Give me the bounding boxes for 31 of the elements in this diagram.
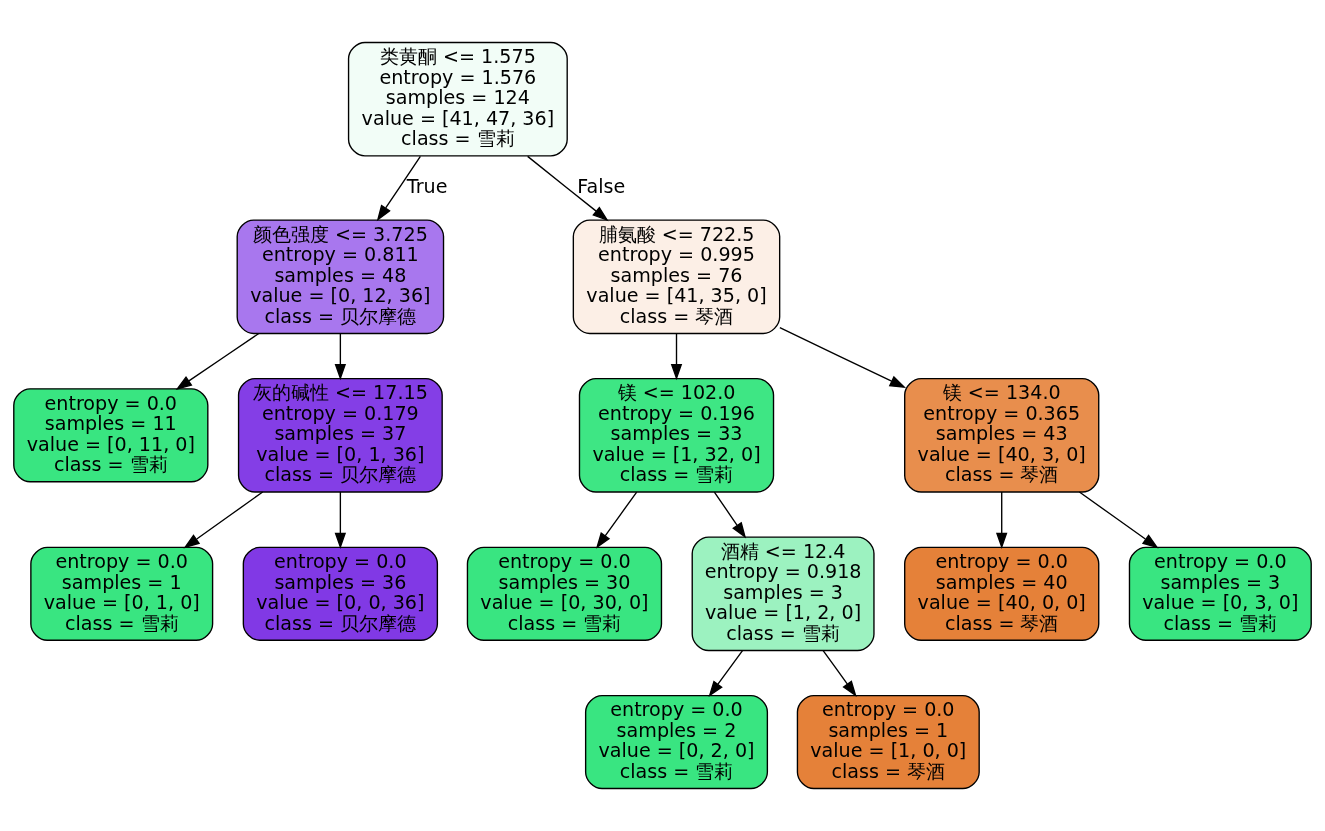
node-box: 类黄酮 <= 1.575 entropy = 1.576 samples = 124 value = [41, 47, 36] class = 雪莉 [347,41,568,157]
arrow [822,649,857,698]
node-box: entropy = 0.0 samples = 2 value = [0, 2, 0] class = 雪莉 [584,694,769,790]
arrow [708,649,744,698]
arrow [376,155,422,222]
arrow [334,332,347,381]
node-box: 镁 <= 134.0 entropy = 0.365 samples = 43 value = [40, 3, 0] class = 琴酒 [904,377,1100,493]
node-box: entropy = 0.0 samples = 40 value = [40, 0, 0] class = 琴酒 [904,546,1100,641]
arrow [595,491,638,549]
arrow [1078,491,1159,549]
node-box: 镁 <= 102.0 entropy = 0.196 samples = 33 value = [1, 32, 0] class = 雪莉 [578,377,775,493]
arrow [334,491,347,550]
node-box: 颜色强度 <= 3.725 entropy = 0.811 samples = 48 value = [0, 12, 36] class = 贝尔摩德 [236,219,445,335]
node-box: entropy = 0.0 samples = 36 value = [0, 0, 36] class = 贝尔摩德 [242,546,439,641]
edge-label: True [406,175,448,199]
arrow [175,332,260,390]
node-box: entropy = 0.0 samples = 30 value = [0, 30, 0] class = 雪莉 [466,546,663,641]
edge-label: False [577,175,626,199]
node-box: 脯氨酸 <= 722.5 entropy = 0.995 samples = 76 value = [41, 35, 0] class = 琴酒 [572,219,781,335]
arrow [713,491,747,539]
node-box: entropy = 0.0 samples = 3 value = [0, 3, 0] class = 雪莉 [1128,546,1312,641]
node-box: entropy = 0.0 samples = 1 value = [0, 1, 0] class = 雪莉 [30,546,214,641]
arrow [526,155,609,222]
arrow [779,327,907,389]
arrow [670,332,683,381]
arrow [995,491,1008,550]
node-box: entropy = 0.0 samples = 1 value = [1, 0, 0] class = 琴酒 [796,694,980,790]
node-box: 酒精 <= 12.4 entropy = 0.918 samples = 3 value = [1, 2, 0] class = 雪莉 [691,536,875,652]
node-box: entropy = 0.0 samples = 11 value = [0, 11, 0] class = 雪莉 [13,388,209,483]
arrow [183,491,264,549]
node-box: 灰的碱性 <= 17.15 entropy = 0.179 samples = 37 value = [0, 1, 36] class = 贝尔摩德 [237,377,443,493]
